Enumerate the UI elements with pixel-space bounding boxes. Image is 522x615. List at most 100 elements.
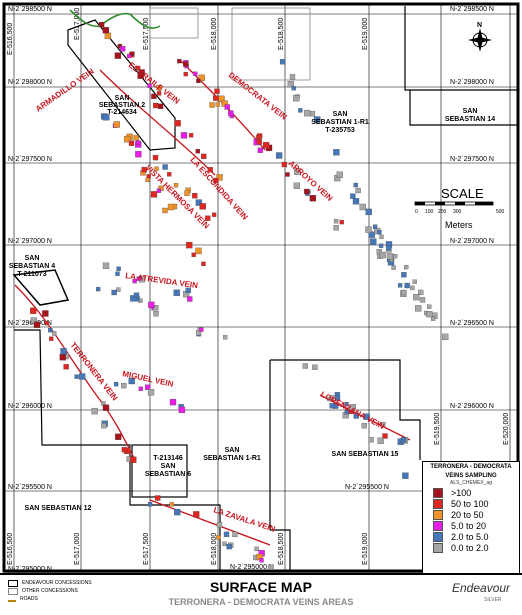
sample-point [333, 219, 339, 224]
sample-point [412, 279, 417, 284]
sample-point [162, 207, 168, 214]
sample-point [287, 80, 294, 88]
sample-point [382, 433, 388, 439]
easting-label: E-517,000 [74, 533, 81, 565]
sample-point [180, 132, 188, 139]
concession-label-ss2-line1: SAN [115, 95, 130, 102]
sample-point [397, 283, 403, 288]
other-concessions [149, 7, 311, 81]
northing-label: N-2`296500 N [450, 320, 494, 327]
sample-point [156, 91, 162, 96]
sample-point [359, 203, 366, 211]
sample-point [404, 282, 410, 289]
sample-point [52, 331, 57, 336]
sample-point [173, 289, 180, 296]
sample-point [400, 437, 407, 443]
legend-row: 5.0 to 20 [433, 520, 519, 531]
other-concession-block [149, 7, 199, 39]
sample-point [63, 364, 69, 370]
northing-label: N-2`295000 N [230, 564, 274, 571]
sample-point [314, 116, 321, 123]
sample-point [128, 377, 135, 385]
easting-label: E-518,000 [211, 533, 218, 565]
sample-point [223, 335, 228, 340]
sample-point [138, 386, 143, 391]
concession-label-ss12: SAN SEBASTIAN 12 [25, 505, 92, 512]
concession-label-ss14-line1: SAN [463, 108, 478, 115]
legend-swatch [433, 487, 443, 498]
concession-label-ss1r1b-line2: SEBASTIAN 1-R1 [203, 455, 261, 462]
sample-point [353, 413, 359, 419]
concession-label-ss4-line2: SEBASTIAN 4 [9, 263, 55, 270]
sample-point [224, 104, 230, 110]
sample-point [216, 174, 223, 181]
northing-label: N-2`297500 N [8, 156, 52, 163]
sample-point [135, 65, 141, 71]
sample-point [102, 262, 110, 269]
footer-legend-label: ROADS [20, 596, 38, 602]
sample-point [162, 164, 168, 170]
concession-san-sebastian-12-edge [14, 329, 221, 571]
sample-point [350, 193, 356, 199]
legend-row: 50 to 100 [433, 498, 519, 509]
sample-point [102, 404, 110, 411]
sample-point [402, 472, 409, 479]
sample-point [309, 111, 316, 117]
map-canvas: N-2`298500 N N-2`298500 N N-2`298000 N N… [2, 2, 520, 573]
easting-label: E-517,500 [143, 18, 150, 50]
sample-point [195, 247, 202, 255]
northing-label: N-2`297000 N [8, 238, 52, 245]
sample-point [120, 46, 126, 52]
sample-point [355, 187, 361, 194]
sample-point [156, 188, 162, 193]
concession-label-ss14-line2: SEBASTIAN 14 [445, 116, 495, 123]
concession-ss15-north-edge [270, 359, 421, 460]
sample-point [114, 52, 122, 59]
sample-point [281, 161, 288, 168]
northing-label: N-2`295500 N [345, 484, 389, 491]
northing-label: N-2`295500 N [8, 484, 52, 491]
legend-swatch [433, 520, 443, 531]
sample-point [259, 558, 264, 563]
legend-row: 20 to 50 [433, 509, 519, 520]
sample-point [401, 289, 407, 296]
sample-point [201, 261, 206, 267]
sample-point [193, 511, 200, 518]
sample-point [334, 395, 341, 401]
sample-point [137, 72, 144, 79]
sample-point [344, 402, 349, 407]
sample-point [174, 508, 181, 516]
sample-point [205, 215, 211, 221]
sample-point [379, 251, 386, 259]
sample-point [169, 502, 174, 507]
sample-point [98, 21, 105, 28]
sample-point [103, 114, 110, 121]
sample-point [154, 166, 159, 171]
sample-point [116, 287, 121, 292]
vein-trace-terronera [14, 284, 136, 461]
sample-point [410, 285, 415, 291]
sample-point [302, 363, 308, 369]
sample-point [185, 287, 191, 294]
easting-label: E-519,000 [362, 18, 369, 50]
sample-point [135, 151, 142, 158]
north-arrow-letter: N [477, 22, 482, 29]
footer-legend-label: OTHER CONCESSIONS [22, 588, 78, 594]
northing-label: N-2`296000 N [8, 403, 52, 410]
sample-point [199, 203, 206, 210]
sample-point [113, 121, 120, 128]
sample-point [211, 212, 217, 217]
concession-boundaries [12, 6, 518, 571]
scale-tick: 300 [453, 209, 462, 215]
easting-label: E-518,500 [278, 533, 285, 565]
sample-point [48, 328, 53, 333]
sample-point [404, 264, 409, 270]
sample-point [91, 407, 98, 415]
sample-point [102, 27, 110, 34]
sample-point [148, 301, 155, 309]
other-concession-block [231, 7, 311, 81]
sample-point [214, 88, 220, 94]
legend-swatch [433, 498, 443, 509]
sample-point [329, 403, 335, 409]
